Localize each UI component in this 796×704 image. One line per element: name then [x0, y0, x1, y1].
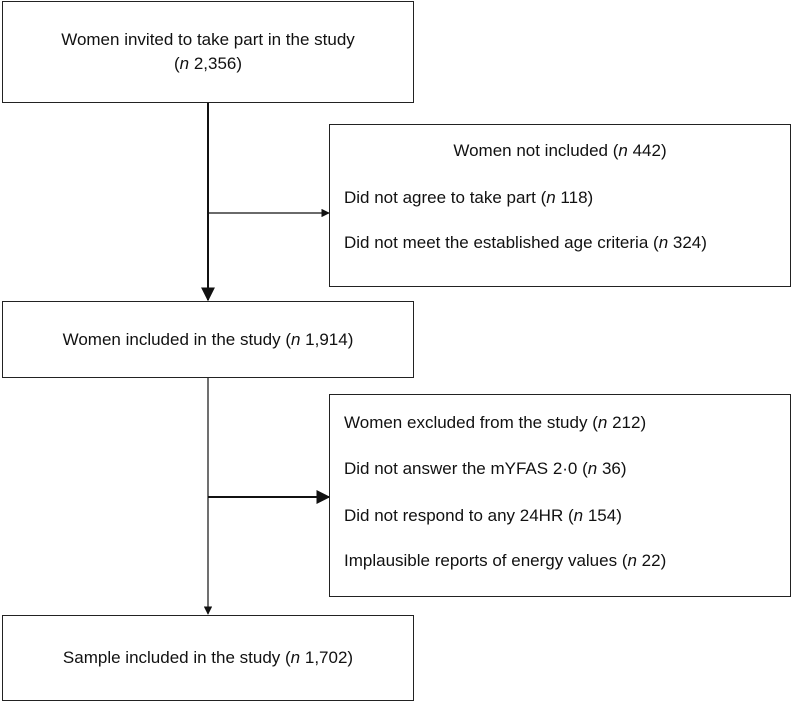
excluded-reason-1: Did not answer the mYFAS 2·0 (n 36) [344, 459, 627, 478]
not-included-title-text: Women not included [453, 141, 609, 160]
n-symbol: n [618, 141, 628, 160]
excluded-title-text: Women excluded from the study [344, 413, 588, 432]
excluded-n-value: 212 [607, 413, 641, 432]
reason-n-value: 154 [583, 506, 617, 525]
invited-n-value: 2,356 [189, 54, 237, 73]
n-symbol: n [573, 506, 584, 525]
box-women-excluded: Women excluded from the study (n 212) Di… [329, 394, 791, 597]
n-symbol: n [179, 54, 190, 73]
n-symbol: n [290, 329, 301, 349]
not-included-n-value: 442 [627, 141, 661, 160]
reason-text: Implausible reports of energy values [344, 551, 618, 570]
n-symbol: n [597, 413, 608, 432]
not-included-reason-2: Did not meet the established age criteri… [344, 233, 707, 252]
reason-text: Did not answer the mYFAS 2·0 [344, 459, 578, 478]
reason-n-value: 36 [597, 459, 621, 478]
included-text: Women included in the study [62, 329, 281, 349]
sample-n-value: 1,702 [300, 648, 348, 667]
reason-text: Did not meet the established age criteri… [344, 233, 649, 252]
excluded-reason-2: Did not respond to any 24HR (n 154) [344, 506, 622, 525]
invited-count: (n 2,356) [173, 54, 243, 73]
sample-text: Sample included in the study [62, 648, 281, 667]
n-symbol: n [658, 233, 669, 252]
reason-text: Did not respond to any 24HR [344, 506, 564, 525]
included-n-value: 1,914 [300, 329, 348, 349]
reason-n-value: 118 [555, 188, 588, 207]
not-included-title: Women not included (n 442) [453, 141, 667, 160]
box-women-included: Women included in the study (n 1,914) [2, 301, 414, 378]
n-symbol: n [587, 459, 598, 478]
n-symbol: n [627, 551, 637, 570]
reason-n-value: 22 [636, 551, 661, 570]
reason-n-value: 324 [668, 233, 702, 252]
included-label: Women included in the study (n 1,914) [62, 329, 354, 349]
box-sample-included: Sample included in the study (n 1,702) [2, 615, 414, 701]
n-symbol: n [290, 648, 301, 667]
excluded-reason-3: Implausible reports of energy values (n … [344, 551, 667, 570]
not-included-reason-1: Did not agree to take part (n 118) [344, 188, 594, 207]
sample-label: Sample included in the study (n 1,702) [62, 648, 354, 667]
excluded-title: Women excluded from the study (n 212) [344, 413, 647, 432]
n-symbol: n [546, 188, 556, 207]
box-women-invited: Women invited to take part in the study … [2, 1, 414, 103]
box-women-not-included: Women not included (n 442) Did not agree… [329, 124, 791, 287]
reason-text: Did not agree to take part [344, 188, 536, 207]
invited-label: Women invited to take part in the study [61, 30, 355, 49]
